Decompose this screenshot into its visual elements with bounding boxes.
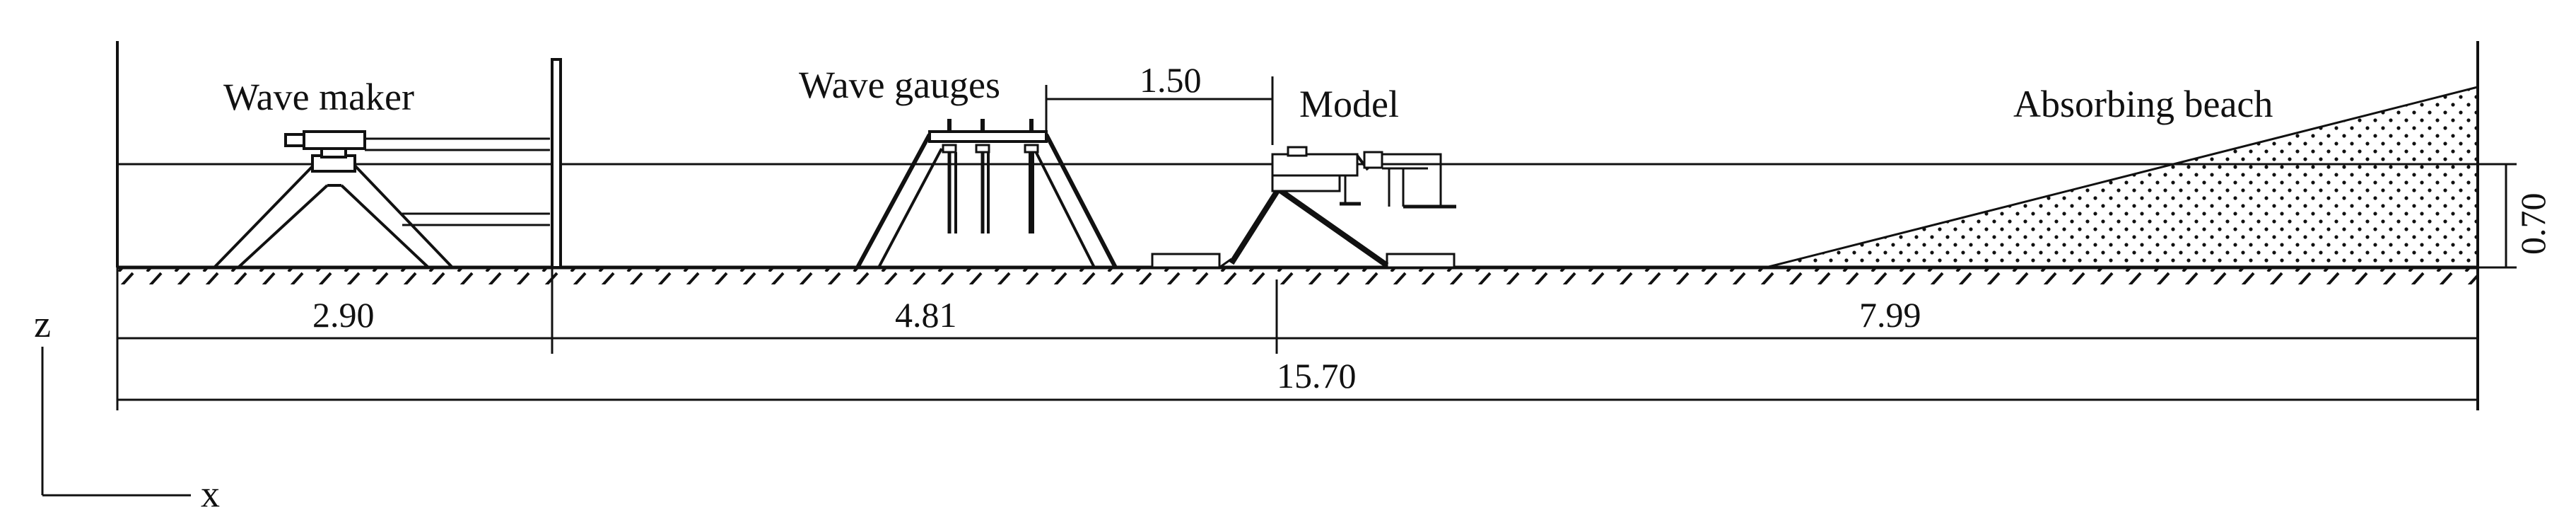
absorbing-beach-label: Absorbing beach xyxy=(2013,83,2273,125)
water-depth-dimension xyxy=(2478,164,2517,267)
paddle-to-model-value: 4.81 xyxy=(895,295,957,335)
maker-to-paddle-value: 2.90 xyxy=(312,295,375,335)
ground-hatch xyxy=(117,269,2478,284)
wave-paddle xyxy=(552,59,561,267)
z-axis-label: z xyxy=(34,303,51,345)
wave-gauges-label: Wave gauges xyxy=(799,64,1000,106)
coordinate-axes xyxy=(42,347,191,495)
x-axis-label: x xyxy=(201,473,220,515)
model-to-beach-end-value: 7.99 xyxy=(1859,295,1921,335)
bottom-dimensions xyxy=(117,267,2478,410)
total-length-value: 15.70 xyxy=(1277,356,1357,396)
model xyxy=(1152,147,1456,267)
water-depth-value: 0.70 xyxy=(2513,193,2553,255)
wave-maker xyxy=(214,59,561,267)
gauge-to-model-value: 1.50 xyxy=(1140,60,1202,100)
absorbing-beach xyxy=(1766,87,2478,267)
wave-gauges xyxy=(857,119,1116,267)
model-label: Model xyxy=(1299,83,1399,125)
wave-maker-label: Wave maker xyxy=(223,76,414,118)
gauge-to-model-dimension xyxy=(1046,76,1272,145)
wave-gauge-1 xyxy=(943,145,956,152)
